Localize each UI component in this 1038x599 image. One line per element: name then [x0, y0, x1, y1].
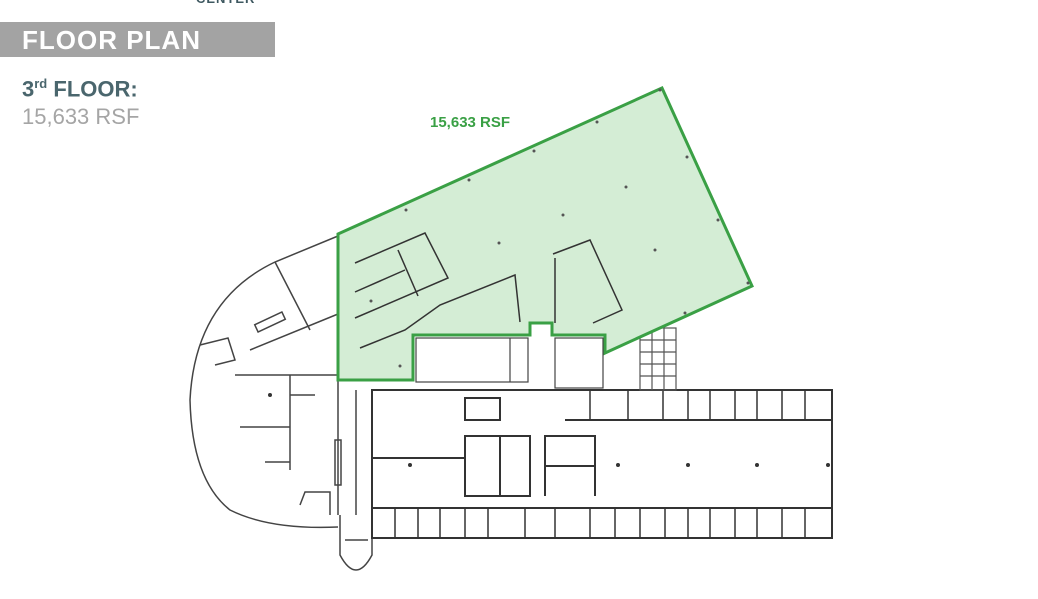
office-partitions — [394, 390, 806, 538]
atrium-grid — [639, 327, 677, 391]
cut-off-heading: CENTER — [196, 0, 255, 6]
title-banner: FLOOR PLAN — [0, 22, 275, 57]
stair-tower — [334, 380, 373, 571]
floor-label-text: FLOOR: — [53, 76, 138, 102]
suite-interior — [354, 232, 623, 349]
left-wing — [189, 235, 339, 529]
suite-columns — [369, 88, 750, 368]
floor-area: 15,633 RSF — [22, 104, 140, 129]
floor-number: 3 — [22, 76, 35, 102]
floor-suffix: rd — [34, 76, 48, 91]
main-building — [371, 389, 833, 539]
suite-area-label: 15,633 RSF — [430, 114, 511, 131]
columns — [268, 393, 830, 467]
page-title: FLOOR PLAN — [22, 25, 201, 55]
highlighted-suite — [336, 86, 754, 382]
floor-label: 3rd FLOOR: — [22, 76, 138, 102]
core-area — [415, 337, 604, 389]
